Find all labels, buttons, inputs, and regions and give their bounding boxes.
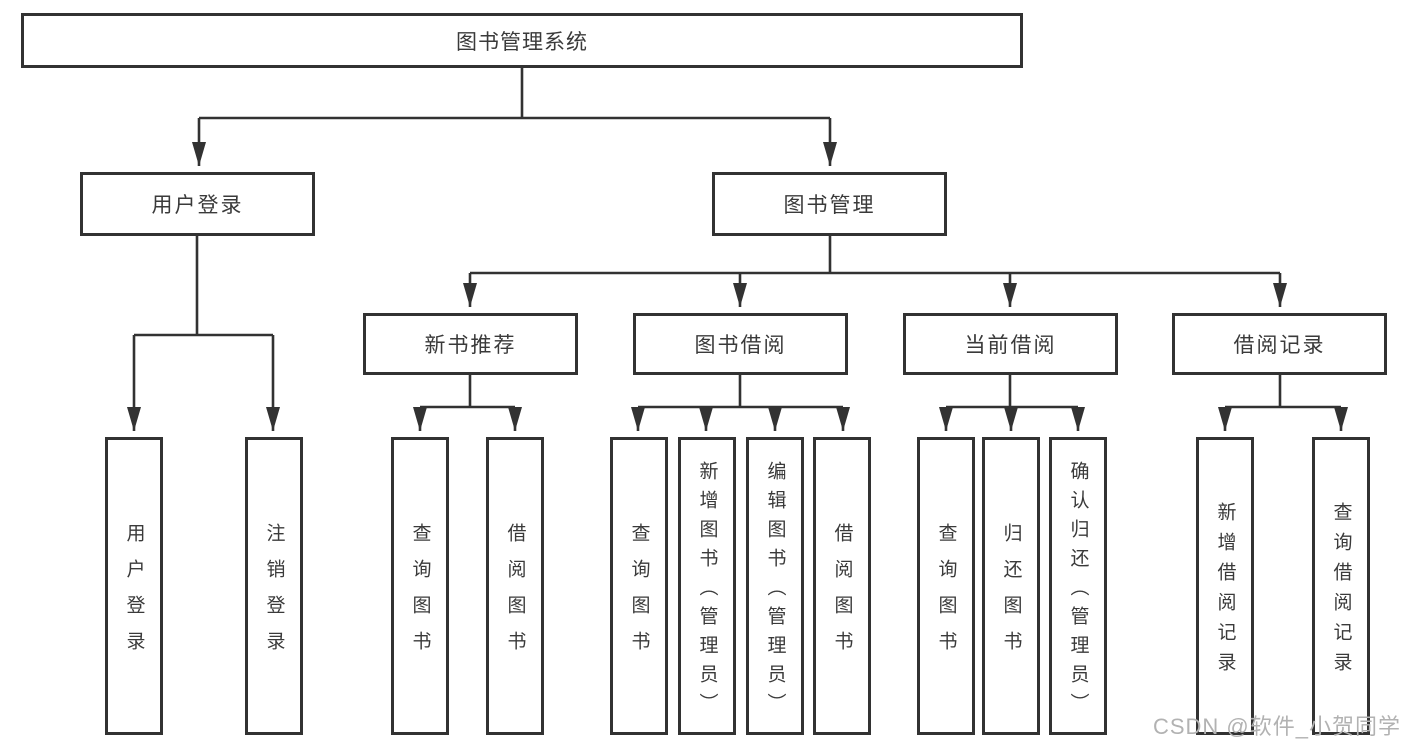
- node-new-book-recommend: 新书推荐: [363, 313, 578, 375]
- leaf-recommend-query-books: 查询图书: [391, 437, 449, 735]
- node-library-management-system: 图书管理系统: [21, 13, 1023, 68]
- leaf-logout: 注销登录: [245, 437, 303, 735]
- leaf-query-borrow-record: 查询借阅记录: [1312, 437, 1370, 735]
- node-book-management: 图书管理: [712, 172, 947, 236]
- node-user-login-label: 用户登录: [151, 194, 244, 217]
- root-title: 图书管理系统: [456, 30, 588, 54]
- tree-rails: [134, 68, 1341, 409]
- leaf-confirm-return-admin-label: 确认归还（管理员）: [1067, 460, 1089, 722]
- leaf-confirm-return-admin: 确认归还（管理员）: [1049, 437, 1107, 735]
- node-book-borrow-label: 图书借阅: [694, 334, 787, 357]
- leaf-add-borrow-record-label: 新增借阅记录: [1214, 501, 1236, 682]
- leaf-recommend-borrow-books: 借阅图书: [486, 437, 544, 735]
- node-new-book-recommend-label: 新书推荐: [424, 334, 517, 357]
- leaf-return-books-label: 归还图书: [1000, 522, 1022, 667]
- leaf-current-query-books: 查询图书: [917, 437, 975, 735]
- leaf-recommend-borrow-books-label: 借阅图书: [504, 522, 526, 667]
- leaf-add-books-admin-label: 新增图书（管理员）: [696, 460, 718, 722]
- leaf-borrow-books: 借阅图书: [813, 437, 871, 735]
- leaf-borrow-query-books-label: 查询图书: [628, 522, 650, 667]
- node-borrow-records-label: 借阅记录: [1233, 334, 1326, 357]
- node-current-borrow-label: 当前借阅: [964, 334, 1057, 357]
- node-book-borrow: 图书借阅: [633, 313, 848, 375]
- node-current-borrow: 当前借阅: [903, 313, 1118, 375]
- csdn-watermark: CSDN @软件_小贺同学: [1152, 714, 1401, 739]
- leaf-borrow-books-label: 借阅图书: [831, 522, 853, 667]
- node-book-management-label: 图书管理: [783, 194, 876, 217]
- leaf-edit-books-admin-label: 编辑图书（管理员）: [764, 460, 786, 722]
- leaf-current-query-books-label: 查询图书: [935, 522, 957, 667]
- leaf-user-login: 用户登录: [105, 437, 163, 735]
- leaf-return-books: 归还图书: [982, 437, 1040, 735]
- leaf-logout-label: 注销登录: [263, 522, 285, 667]
- leaf-query-borrow-record-label: 查询借阅记录: [1330, 501, 1352, 682]
- leaf-edit-books-admin: 编辑图书（管理员）: [746, 437, 804, 735]
- leaf-add-books-admin: 新增图书（管理员）: [678, 437, 736, 735]
- node-borrow-records: 借阅记录: [1172, 313, 1387, 375]
- node-user-login: 用户登录: [80, 172, 315, 236]
- leaf-add-borrow-record: 新增借阅记录: [1196, 437, 1254, 735]
- leaf-recommend-query-books-label: 查询图书: [409, 522, 431, 667]
- leaf-borrow-query-books: 查询图书: [610, 437, 668, 735]
- leaf-user-login-label: 用户登录: [123, 522, 145, 667]
